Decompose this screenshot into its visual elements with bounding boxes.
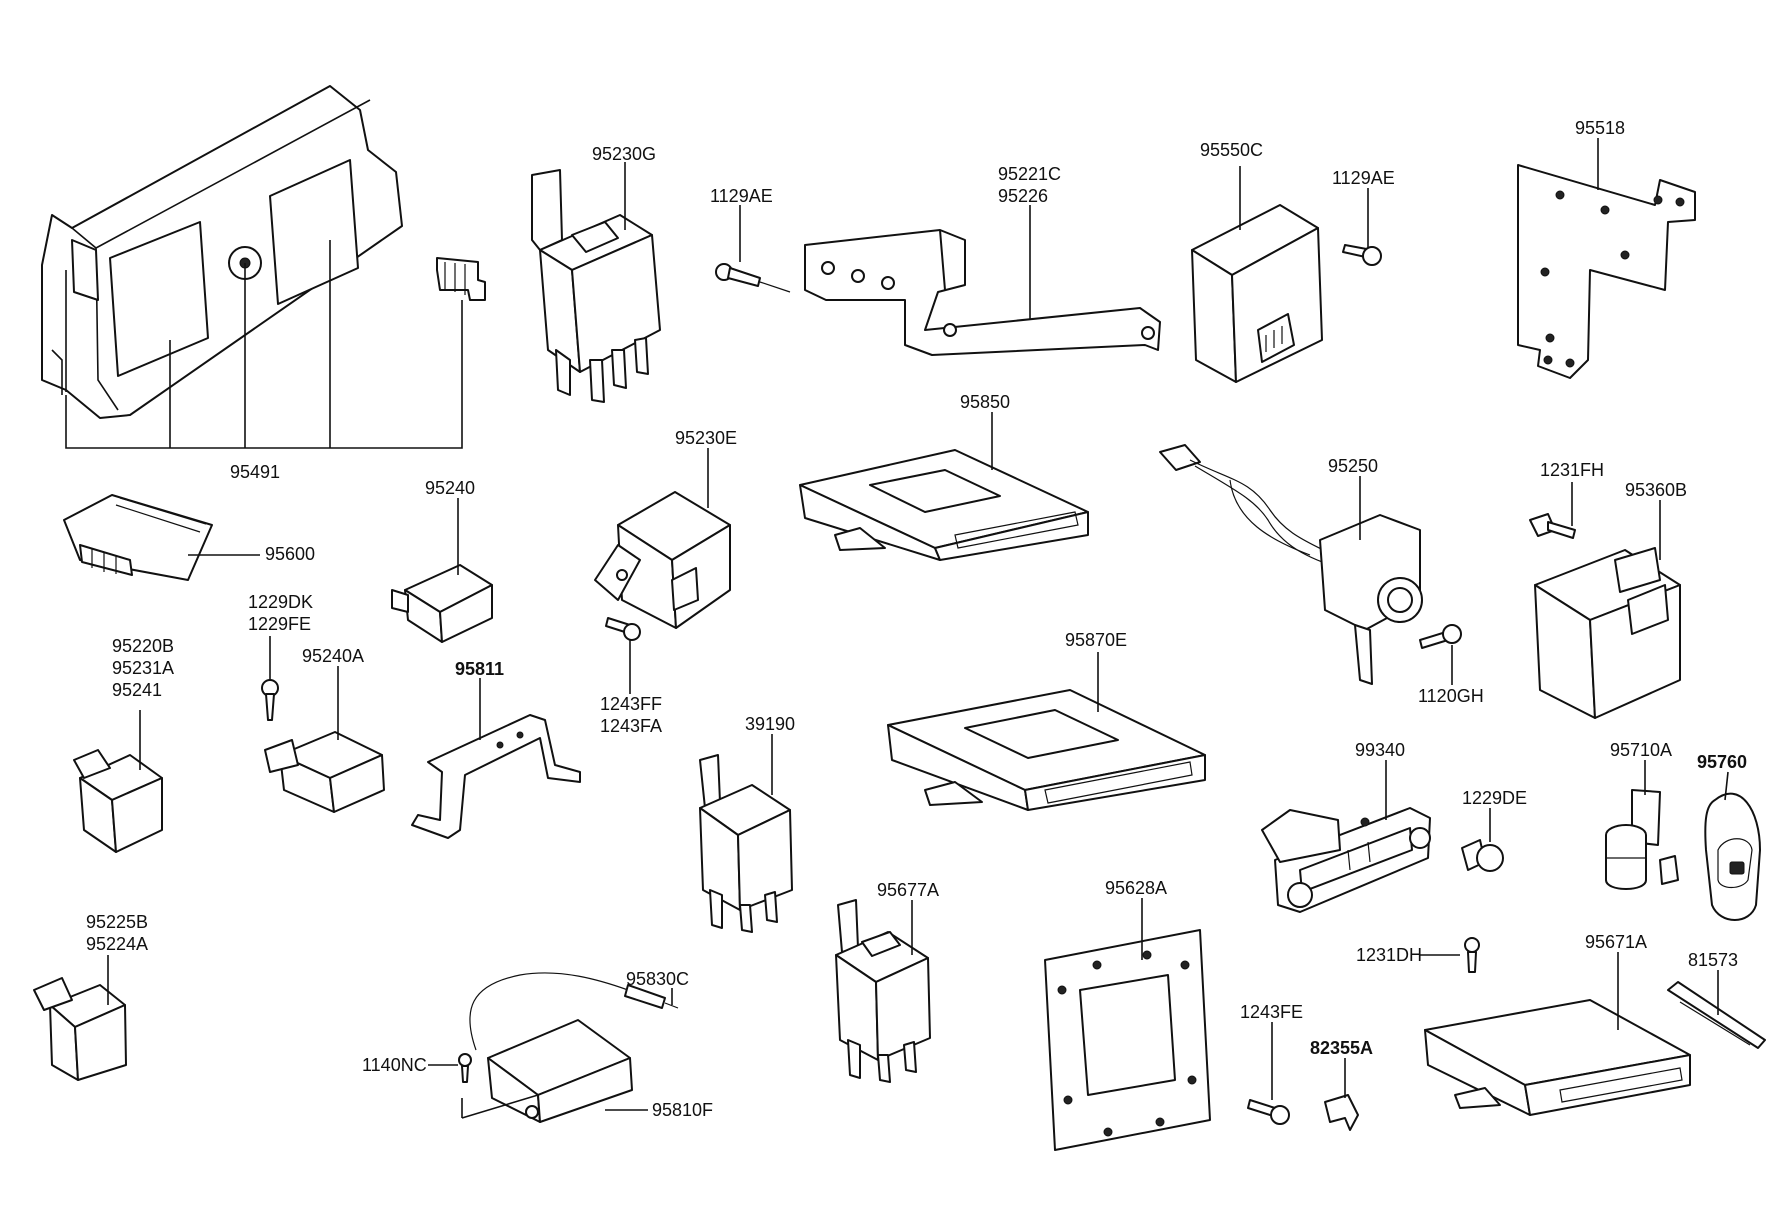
label-95550C: 95550C <box>1200 140 1263 160</box>
relay-95230G <box>531 169 661 403</box>
screw-1140NC <box>458 1053 472 1083</box>
label-95760: 95760 <box>1697 752 1747 772</box>
leader-95491 <box>65 240 463 449</box>
bracket-95221C <box>804 229 1161 356</box>
label-95230E: 95230E <box>675 428 737 448</box>
module-95810F <box>469 972 679 1123</box>
label-95230G: 95230G <box>592 144 656 164</box>
leader-95810F <box>461 1094 648 1119</box>
label-1229DE: 1229DE <box>1462 788 1527 808</box>
label-95671A: 95671A <box>1585 932 1647 952</box>
label-95830C: 95830C <box>626 969 689 989</box>
label-39190: 39190 <box>745 714 795 734</box>
bracket-95811 <box>411 714 581 839</box>
plate-95518 <box>1517 164 1696 379</box>
screw-1243FE <box>1247 1099 1290 1125</box>
leader-95760 <box>1724 771 1729 801</box>
label-95224A: 95224A <box>86 934 148 954</box>
clip-1229DE <box>1461 839 1504 872</box>
label-95628A: 95628A <box>1105 878 1167 898</box>
label-95221C: 95221C <box>998 164 1061 184</box>
ecu-95870E <box>887 689 1206 811</box>
remote-95760 <box>1704 792 1761 921</box>
label-99340: 99340 <box>1355 740 1405 760</box>
relay-95240A <box>264 731 385 813</box>
label-1243FA: 1243FA <box>600 716 662 736</box>
label-95220B: 95220B <box>112 636 174 656</box>
clip-82355A <box>1324 1094 1359 1131</box>
label-1243FE: 1243FE <box>1240 1002 1303 1022</box>
label-1140NC: 1140NC <box>362 1055 427 1075</box>
screw-1129AE-left <box>715 263 791 293</box>
junction-box-95491 <box>41 85 403 419</box>
label-1243FF: 1243FF <box>600 694 662 714</box>
label-95360B: 95360B <box>1625 480 1687 500</box>
bolt-1231FH <box>1529 513 1576 539</box>
label-95225B: 95225B <box>86 912 148 932</box>
relay-95220B <box>73 749 163 853</box>
label-1129AE-right: 1129AE <box>1332 168 1395 188</box>
label-95810F: 95810F <box>652 1100 713 1120</box>
ecu-95671A <box>1424 999 1691 1116</box>
label-1229DK: 1229DK <box>248 592 313 612</box>
switch-99340 <box>1261 807 1431 913</box>
relay-95677A <box>835 899 931 1083</box>
label-95870E: 95870E <box>1065 630 1127 650</box>
relay-95240 <box>391 564 493 643</box>
plate-95628A <box>1044 929 1211 1151</box>
label-1129AE-left: 1129AE <box>710 186 773 206</box>
relay-95230E <box>594 491 731 629</box>
label-95710A: 95710A <box>1610 740 1672 760</box>
label-95518: 95518 <box>1575 118 1625 138</box>
ecu-95850 <box>799 449 1089 561</box>
label-1120GH: 1120GH <box>1418 686 1484 706</box>
screw-1229DK <box>261 679 279 721</box>
module-95550C <box>1191 204 1323 383</box>
label-95811: 95811 <box>455 659 504 679</box>
screw-1243FF <box>605 617 641 641</box>
relay-95225B <box>33 977 127 1081</box>
screw-1120GH <box>1419 624 1462 649</box>
module-95360B <box>1534 547 1681 719</box>
label-82355A: 82355A <box>1310 1038 1373 1058</box>
label-95226: 95226 <box>998 186 1048 206</box>
label-95231A: 95231A <box>112 658 174 678</box>
label-95600: 95600 <box>265 544 315 564</box>
label-81573: 81573 <box>1688 950 1738 970</box>
bolt-1231DH <box>1464 937 1480 973</box>
label-1231FH: 1231FH <box>1540 460 1604 480</box>
label-1229FE: 1229FE <box>248 614 311 634</box>
fuse-95491 <box>436 257 486 301</box>
label-95491: 95491 <box>230 462 280 482</box>
label-95240A: 95240A <box>302 646 364 666</box>
label-1231DH: 1231DH <box>1356 945 1422 965</box>
label-95677A: 95677A <box>877 880 939 900</box>
label-95250: 95250 <box>1328 456 1378 476</box>
label-95240: 95240 <box>425 478 475 498</box>
screw-1129AE-right <box>1342 244 1382 266</box>
label-95850: 95850 <box>960 392 1010 412</box>
module-95600 <box>63 494 213 581</box>
label-95241: 95241 <box>112 680 162 700</box>
sensor-95710A <box>1605 789 1679 890</box>
relay-39190 <box>699 754 793 933</box>
label-strip-81573 <box>1667 981 1766 1049</box>
sensor-95250 <box>1159 444 1423 685</box>
